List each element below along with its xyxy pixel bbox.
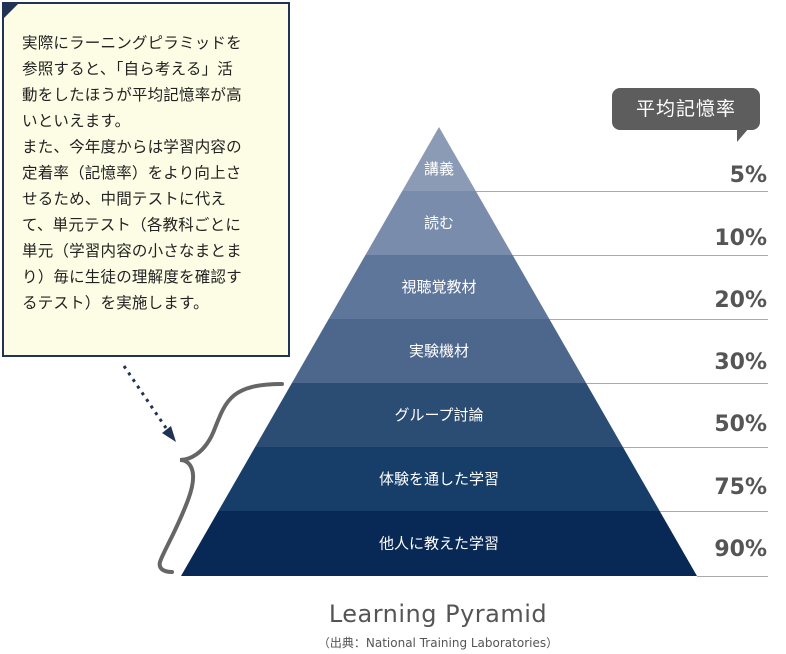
pyramid-layer (365, 191, 513, 255)
retention-rate: 5% (730, 163, 767, 188)
retention-rate: 20% (714, 288, 767, 313)
retention-rate: 10% (714, 226, 767, 251)
pyramid-layer-label: 視聴覚教材 (401, 278, 476, 296)
pyramid-layer (328, 255, 550, 319)
retention-rate: 90% (714, 537, 767, 562)
note-text: 実際にラーニングピラミッドを 参照すると、「自ら考える」活 動をしたほうが平均記… (22, 34, 242, 312)
arrow-head (162, 426, 176, 442)
pyramid-layer (181, 511, 697, 576)
badge-tail (737, 128, 749, 142)
curly-brace (157, 382, 284, 574)
retention-rate: 30% (714, 350, 767, 375)
retention-rate: 75% (714, 475, 767, 500)
pyramid-layer (291, 319, 587, 383)
retention-rate: 50% (714, 412, 767, 437)
pyramid-layer-label: 講義 (424, 160, 454, 178)
pyramid-layer (255, 383, 623, 447)
pyramid-layer-label: 他人に教えた学習 (379, 535, 499, 553)
caption-title: Learning Pyramid (328, 600, 548, 628)
pyramid-layer-label: 読む (424, 214, 454, 232)
pyramid-layer-label: 体験を通した学習 (379, 470, 499, 488)
pyramid-layer-label: グループ討論 (394, 406, 483, 424)
pyramid-layer (402, 127, 476, 191)
caption-source: （出典：National Training Laboratories） (317, 636, 559, 650)
dotted-arrow (122, 365, 168, 429)
pyramid-layer (218, 447, 660, 511)
explanation-note: 実際にラーニングピラミッドを 参照すると、「自ら考える」活 動をしたほうが平均記… (2, 2, 290, 357)
pyramid-layer-label: 実験機材 (409, 342, 469, 360)
note-corner-fold (4, 4, 18, 18)
average-retention-badge: 平均記憶率 (612, 88, 760, 130)
